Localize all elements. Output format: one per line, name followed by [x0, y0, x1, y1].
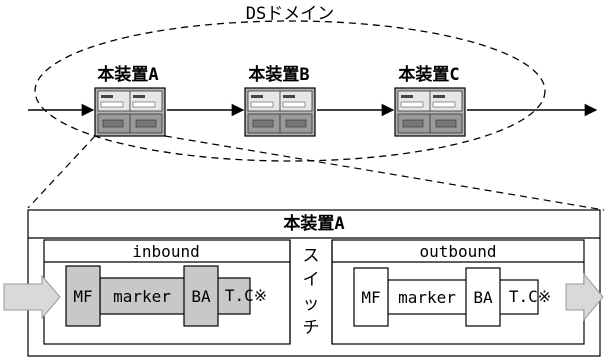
outbound-ba-label: BA — [473, 288, 493, 307]
device-c-label: 本装置C — [398, 65, 460, 85]
detail-title: 本装置A — [283, 214, 345, 234]
device-b-label: 本装置B — [248, 65, 310, 85]
device-a-label: 本装置A — [97, 65, 159, 85]
inbound-mf-label: MF — [73, 287, 93, 306]
outbound-mf-label: MF — [361, 288, 381, 307]
outbound-mf-block — [353, 267, 389, 327]
flow-out-big-arrow — [565, 272, 604, 322]
outbound-marker-label: marker — [398, 288, 456, 307]
outbound-label: outbound — [419, 242, 497, 261]
inbound-mf-block — [65, 265, 101, 327]
inbound-marker-label: marker — [113, 287, 171, 306]
switch-char: イ — [302, 270, 320, 290]
inbound-ba-label: BA — [191, 287, 211, 306]
device-b-icon — [244, 87, 316, 137]
device-c-icon — [394, 87, 466, 137]
switch-char: ッ — [302, 294, 320, 314]
zoom-line-right — [164, 135, 604, 211]
outbound-tc-label: T.C※ — [508, 287, 552, 306]
inbound-ba-block — [183, 265, 219, 327]
switch-label: ス イ ッ チ — [291, 244, 331, 340]
inbound-label: inbound — [132, 242, 200, 261]
switch-char: チ — [302, 318, 320, 338]
ds-domain-label: DSドメイン — [245, 4, 335, 24]
outbound-ba-block — [465, 267, 501, 327]
device-a-icon — [94, 87, 166, 137]
ds-domain-ellipse — [34, 20, 546, 162]
zoom-line-left — [27, 135, 96, 209]
switch-char: ス — [302, 246, 320, 266]
flow-in-big-arrow — [3, 274, 61, 320]
inbound-tc-label: T.C※ — [224, 286, 268, 305]
